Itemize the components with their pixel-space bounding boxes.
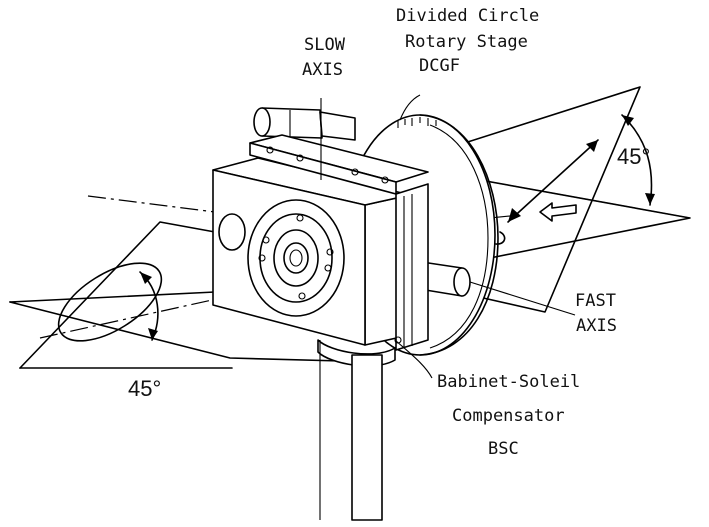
angle-label-left: 45° (128, 376, 162, 401)
rotary-stage-label-line3: DCGF (419, 56, 460, 76)
left-angle-arrow-icon (139, 271, 159, 341)
compensator-label-line2: Compensator (452, 406, 565, 426)
rotary-stage-label-line1: Divided Circle (396, 6, 540, 26)
horizontal-plane (9, 179, 691, 363)
left-polarization-plane (19, 195, 233, 369)
graduation-ticks (397, 117, 437, 128)
rotary-stage-label-line2: Rotary Stage (405, 32, 528, 52)
hollow-arrow-icon (539, 202, 577, 222)
angle-label-right: 45° (617, 144, 651, 169)
slow-axis-label-line1: SLOW (304, 35, 345, 55)
compensator-label-line1: Babinet-Soleil (437, 372, 581, 392)
fast-axis-label-line2: AXIS (576, 316, 617, 336)
fast-axis-label-line1: FAST (575, 291, 616, 311)
post-stand (317, 339, 396, 521)
curved-double-arrow-icon (507, 114, 655, 223)
slow-axis-micrometer (253, 107, 356, 141)
slow-axis-label-line2: AXIS (302, 60, 343, 80)
compensator-label-line3: BSC (488, 439, 519, 459)
compensator-box (212, 134, 429, 351)
leader-lines (320, 94, 576, 379)
